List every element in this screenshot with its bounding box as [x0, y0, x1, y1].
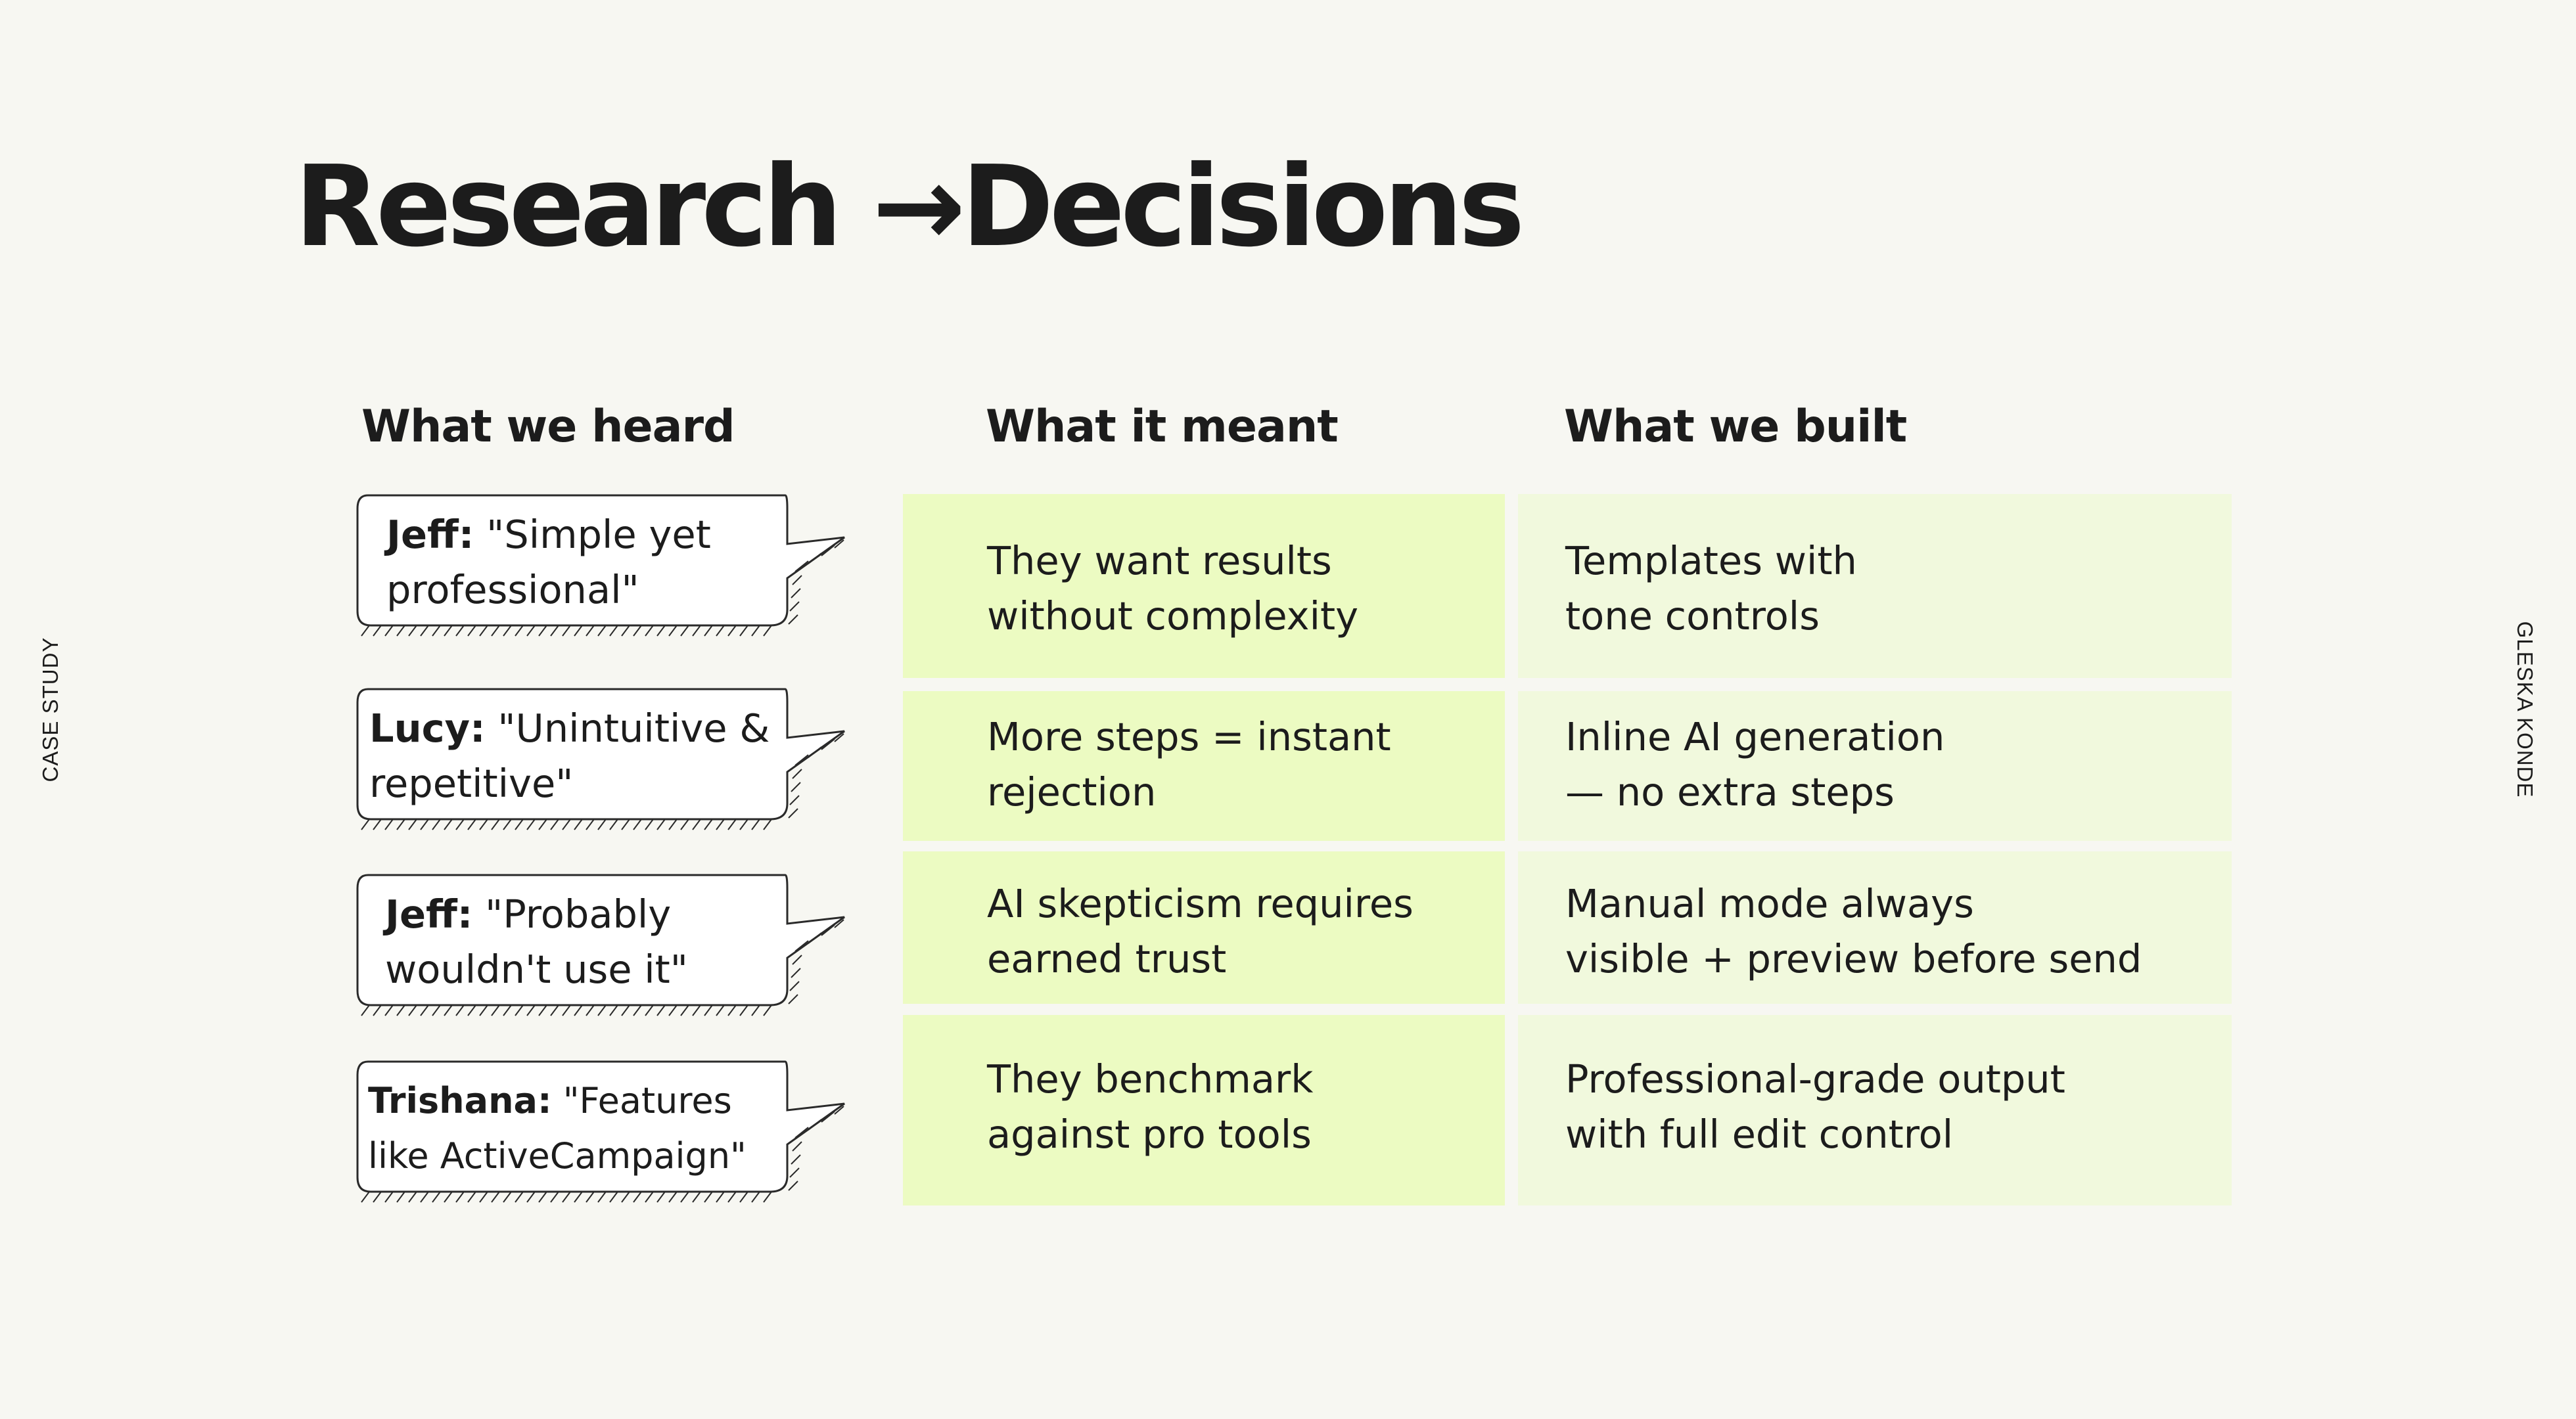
built-cell: Inline AI generation — no extra steps — [1518, 691, 2232, 841]
meaning-cell: They want results without complexity — [903, 494, 1505, 678]
quote-text: Jeff: "Simple yet professional" — [386, 507, 711, 618]
side-label-case-study: CASE STUDY — [38, 637, 62, 782]
built-line: visible + preview before send — [1565, 936, 2142, 981]
speech-bubble: Trishana: "Features like ActiveCampaign" — [355, 1059, 845, 1203]
built-line: Inline AI generation — [1565, 714, 1945, 759]
quote-line: like ActiveCampaign" — [368, 1135, 747, 1177]
quote-line: "Simple yet — [486, 512, 711, 557]
meaning-line: More steps = instant — [987, 714, 1391, 759]
column-header-meant: What it meant — [986, 401, 1339, 453]
built-cell: Templates with tone controls — [1518, 494, 2232, 678]
speech-bubble-icon — [356, 1060, 845, 1203]
meaning-line: against pro tools — [987, 1112, 1312, 1157]
quote-line: wouldn't use it" — [385, 947, 688, 992]
meaning-line: rejection — [987, 769, 1157, 815]
speech-bubble: Lucy: "Unintuitive & repetitive" — [355, 687, 845, 830]
meaning-cell: More steps = instant rejection — [903, 691, 1505, 841]
speaker-name: Jeff: — [385, 891, 473, 937]
built-line: — no extra steps — [1565, 769, 1895, 815]
quote-line: professional" — [386, 567, 639, 612]
quote-line: repetitive" — [369, 761, 574, 806]
meaning-cell: AI skepticism requires earned trust — [903, 851, 1505, 1004]
speech-bubble: Jeff: "Simple yet professional" — [355, 493, 845, 637]
speech-bubble-icon — [356, 494, 845, 637]
built-cell: Manual mode always visible + preview bef… — [1518, 851, 2232, 1004]
column-header-heard: What we heard — [361, 401, 735, 453]
quote-text: Lucy: "Unintuitive & repetitive" — [369, 701, 770, 811]
built-line: Professional-grade output — [1565, 1056, 2065, 1102]
page-title: Research →Decisions — [294, 142, 1525, 272]
meaning-line: without complexity — [987, 593, 1359, 639]
built-line: with full edit control — [1565, 1112, 1954, 1157]
meaning-line: earned trust — [987, 936, 1227, 981]
side-label-author: GLESKA KONDE — [2513, 621, 2537, 798]
quote-line: "Features — [563, 1080, 732, 1121]
meaning-line: AI skepticism requires — [987, 881, 1414, 926]
quote-line: "Probably — [485, 891, 672, 937]
quote-text: Jeff: "Probably wouldn't use it" — [385, 887, 688, 997]
meaning-cell: They benchmark against pro tools — [903, 1015, 1505, 1205]
speech-bubble-icon — [356, 688, 845, 830]
meaning-line: They want results — [987, 538, 1332, 583]
speaker-name: Jeff: — [386, 512, 474, 557]
built-cell: Professional-grade output with full edit… — [1518, 1015, 2232, 1205]
speaker-name: Trishana: — [368, 1080, 552, 1121]
meaning-line: They benchmark — [987, 1056, 1314, 1102]
speech-bubble-icon — [356, 874, 845, 1016]
built-line: Manual mode always — [1565, 881, 1974, 926]
built-line: Templates with — [1565, 538, 1857, 583]
built-line: tone controls — [1565, 593, 1820, 639]
speaker-name: Lucy: — [369, 706, 486, 751]
quote-line: "Unintuitive & — [497, 706, 770, 751]
speech-bubble: Jeff: "Probably wouldn't use it" — [355, 872, 845, 1016]
column-header-built: What we built — [1564, 401, 1907, 453]
quote-text: Trishana: "Features like ActiveCampaign" — [368, 1073, 747, 1184]
